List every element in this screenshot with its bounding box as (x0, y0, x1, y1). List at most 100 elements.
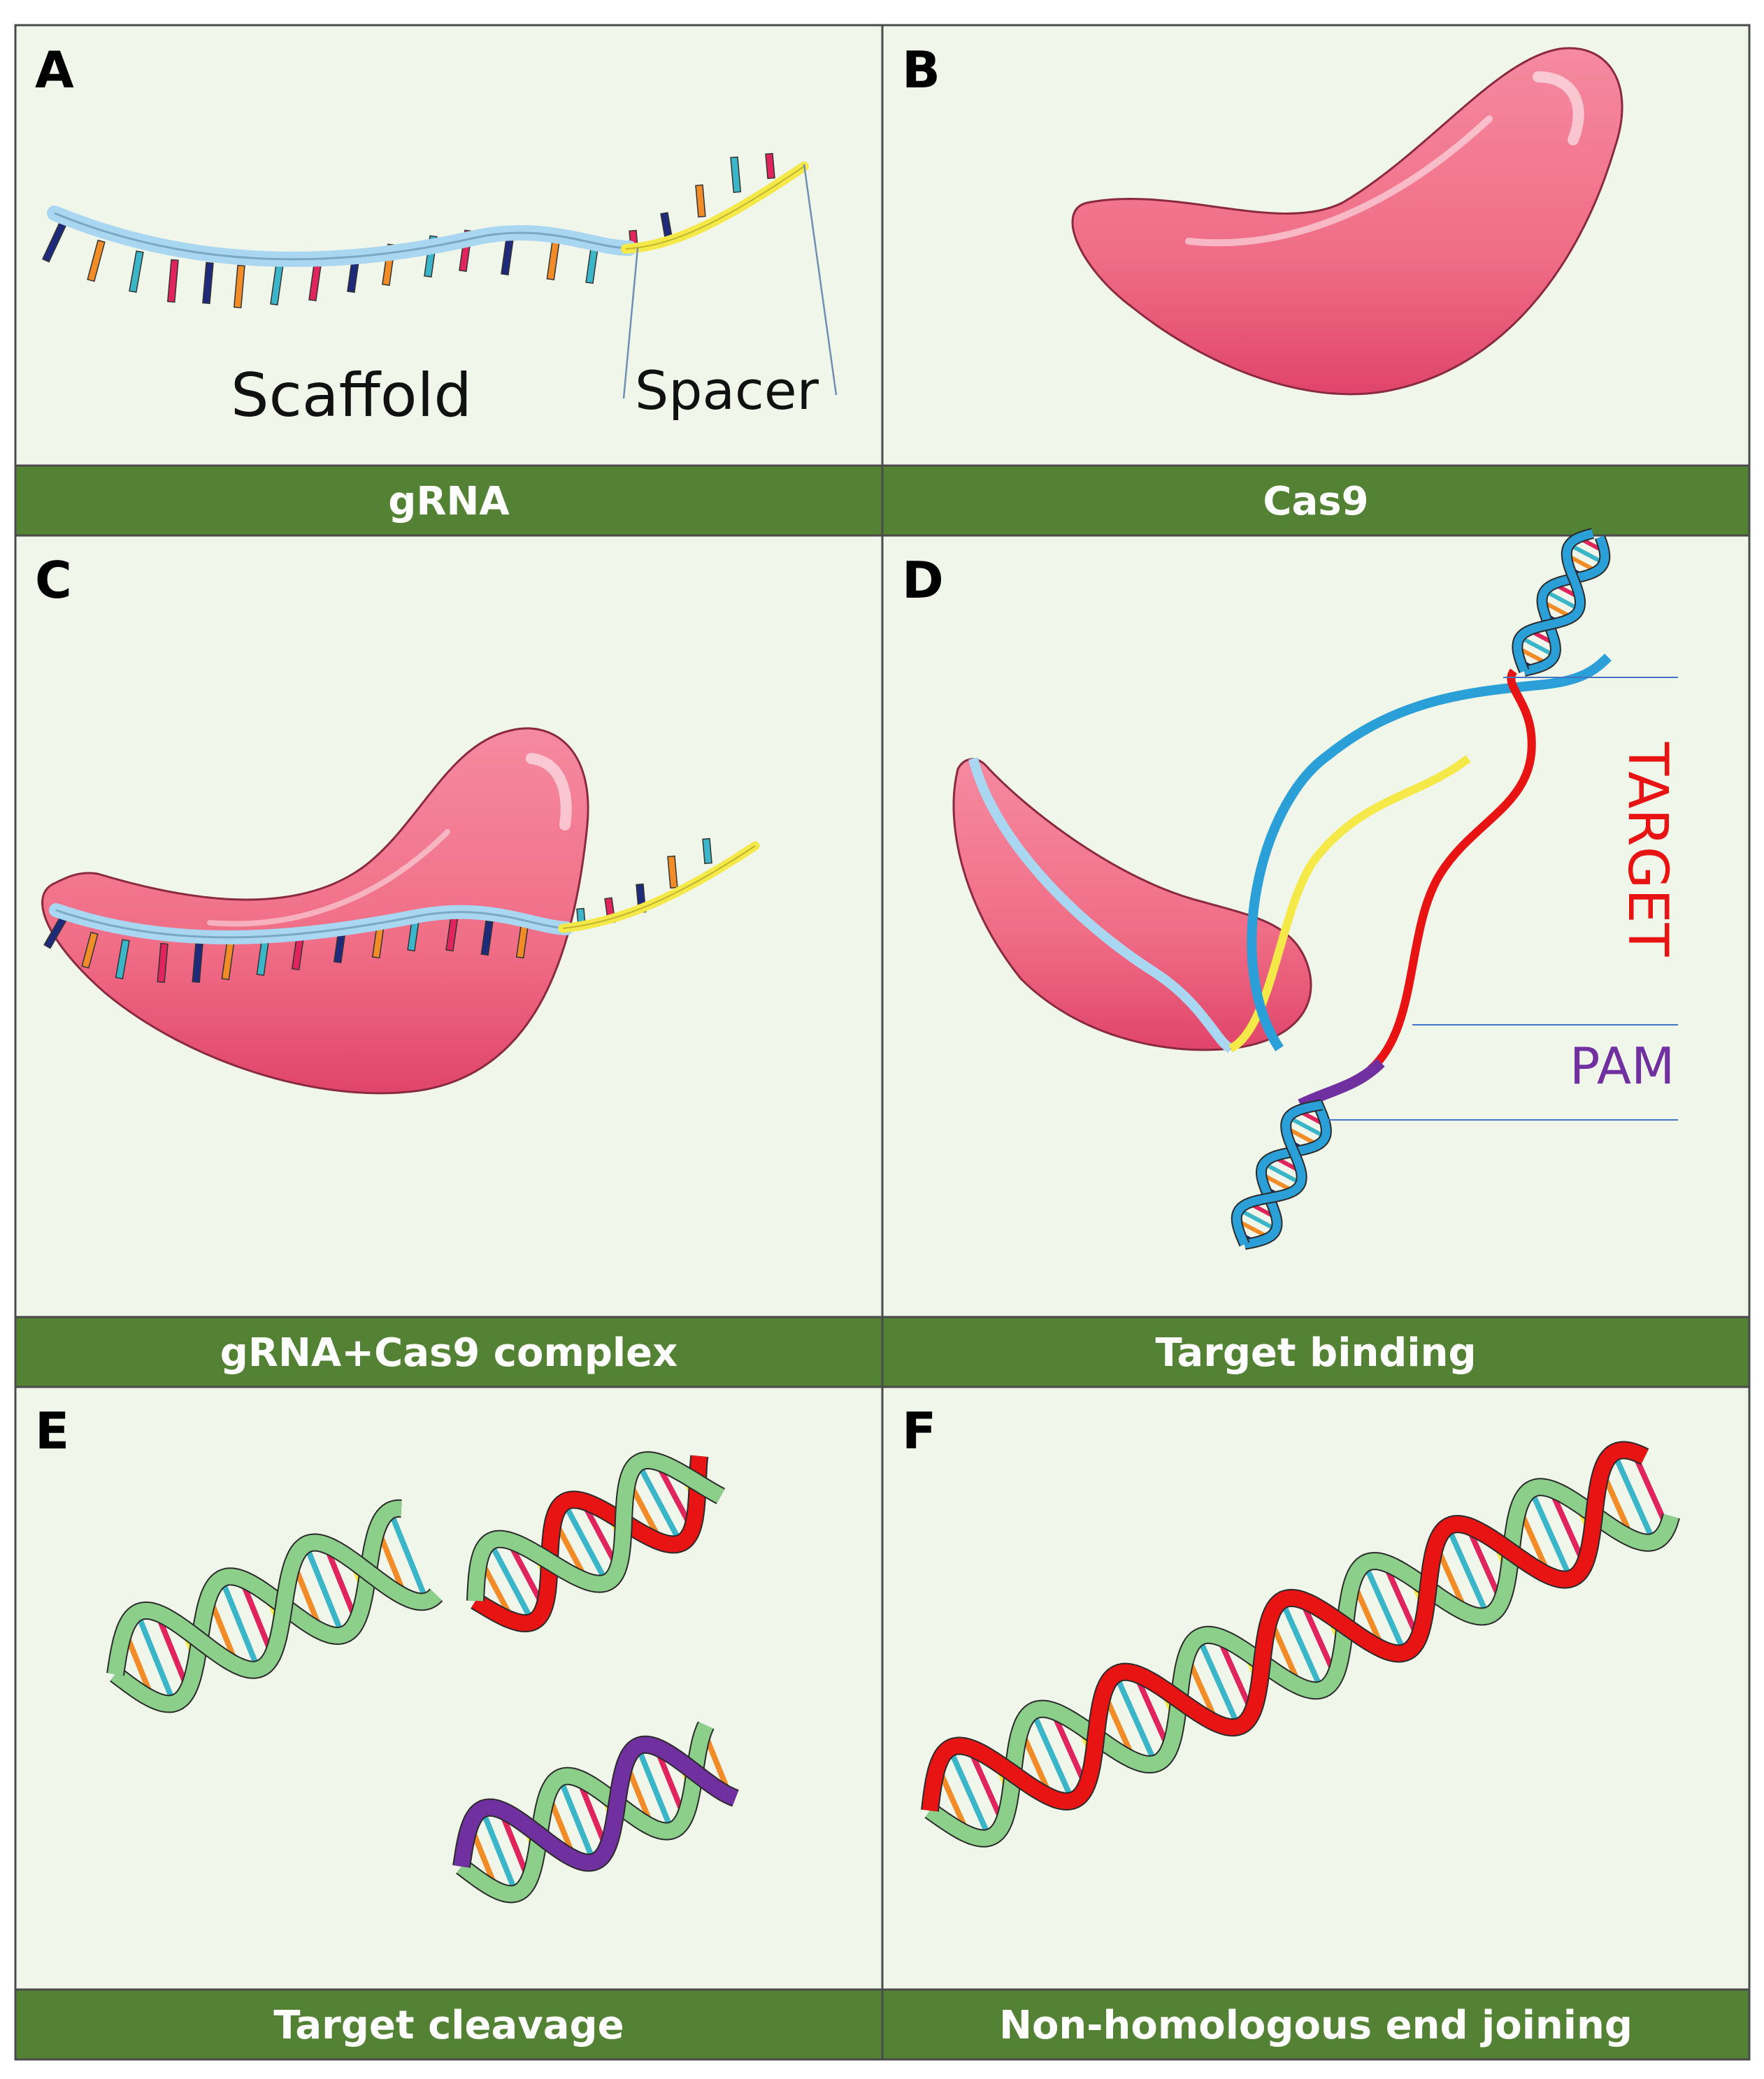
base-pair (1263, 1161, 1302, 1186)
rna-base (765, 152, 775, 180)
panel-letter-c: C (35, 551, 72, 610)
caption-d: Target binding (1155, 1330, 1476, 1376)
caption-bar-c (15, 1317, 882, 1387)
dna-backbone (468, 1452, 725, 1604)
cleavage-illustration (106, 1451, 741, 1904)
pam-label: PAM (1570, 1037, 1675, 1095)
spacer-bracket-right (803, 164, 838, 396)
cas9-protein (1071, 47, 1623, 396)
base-pair (219, 1577, 261, 1671)
base-pair (238, 1577, 275, 1657)
panel-letter-d: D (902, 551, 944, 610)
grna-illustration (41, 152, 838, 399)
cleaved-lower-helix (452, 1719, 741, 1904)
grna-cas9-complex (41, 727, 760, 1095)
dna-blue-strand (1247, 654, 1612, 1051)
base-pair (947, 1747, 992, 1839)
base-pair (1030, 1710, 1075, 1802)
base-pair (154, 1611, 191, 1691)
caption-bar-e (15, 1990, 882, 2059)
base-pair (1279, 1599, 1324, 1691)
rna-base (202, 261, 214, 305)
dna-backbone (925, 1479, 1679, 1846)
target-binding-illustration (952, 528, 1678, 1250)
grid-lines (14, 24, 1751, 2061)
dna-pam-segment (1298, 1058, 1385, 1110)
base-pair (557, 1776, 597, 1864)
base-pair (1196, 1636, 1241, 1728)
rna-base (115, 939, 130, 979)
scaffold-label: Scaffold (231, 361, 472, 431)
intact-helix (106, 1499, 443, 1713)
caption-bar-a (15, 466, 882, 535)
panel-letter-b: B (902, 41, 940, 99)
base-pair (635, 1745, 675, 1832)
rna-base (166, 259, 179, 303)
base-pair (1133, 1672, 1172, 1751)
rna-base (667, 855, 678, 889)
rna-base (695, 184, 706, 218)
panel-e-bg (15, 1387, 882, 1990)
base-pair (1611, 1451, 1656, 1544)
base-pair (303, 1544, 345, 1636)
caption-bar-f (882, 1990, 1749, 2059)
nhej-illustration (921, 1441, 1680, 1848)
caption-c: gRNA+Cas9 complex (220, 1330, 677, 1376)
dna-backbone (1243, 1100, 1331, 1249)
rna-base (730, 156, 742, 194)
base-pair (1568, 542, 1605, 565)
base-pair (966, 1746, 1006, 1825)
dna-backbone (108, 1534, 442, 1678)
panel-letter-f: F (902, 1402, 936, 1460)
caption-bar-b (882, 466, 1749, 535)
base-pair (1287, 1115, 1326, 1139)
dna-backbone (922, 1442, 1649, 1813)
base-pair (1445, 1525, 1491, 1617)
rna-base (233, 264, 245, 309)
base-pair (1547, 1488, 1587, 1567)
base-pair (561, 1501, 610, 1584)
base-pair (322, 1544, 359, 1623)
base-pair (1238, 1208, 1277, 1232)
rna-base (702, 837, 712, 865)
base-pair (1382, 1561, 1421, 1640)
rna-base (480, 920, 494, 956)
panel-letter-e: E (35, 1402, 69, 1460)
spacer-label: Spacer (635, 359, 819, 422)
rna-base (81, 931, 99, 969)
base-pair (479, 1808, 519, 1894)
base-pair (134, 1611, 177, 1705)
base-pair (387, 1509, 429, 1602)
base-pair (636, 1461, 684, 1545)
caption-f: Non-homologous end joining (999, 2003, 1633, 2048)
lower-helix (1231, 1099, 1332, 1250)
base-pair (1519, 635, 1556, 658)
base-pair (487, 1540, 536, 1623)
caption-bars (15, 466, 1749, 2059)
rna-base (129, 250, 144, 293)
dna-backbone (454, 1736, 740, 1871)
caption-b: Cas9 (1263, 479, 1368, 524)
base-pair (1630, 1451, 1670, 1530)
base-pair (1362, 1562, 1407, 1654)
upper-helix (1512, 528, 1611, 677)
dna-target-strand (1368, 668, 1536, 1073)
base-pair (1215, 1635, 1255, 1714)
rna-base (157, 942, 168, 984)
dna-backbone (471, 1453, 708, 1631)
dna-backbone (1523, 535, 1609, 675)
rna-base (192, 942, 203, 984)
dna-backbone (1232, 1100, 1323, 1246)
rna-base (87, 239, 106, 282)
grna-scaffold-outline (54, 212, 630, 261)
base-pair (1049, 1709, 1089, 1788)
target-label: TARGET (1616, 742, 1679, 957)
base-pair (1543, 589, 1580, 612)
cleaved-upper-helix (466, 1451, 726, 1632)
dna-backbone (1513, 529, 1594, 673)
dna-backbone (457, 1720, 713, 1902)
caption-a: gRNA (388, 479, 510, 524)
spacer-bracket-left (622, 247, 639, 399)
base-pair (1528, 1488, 1574, 1581)
